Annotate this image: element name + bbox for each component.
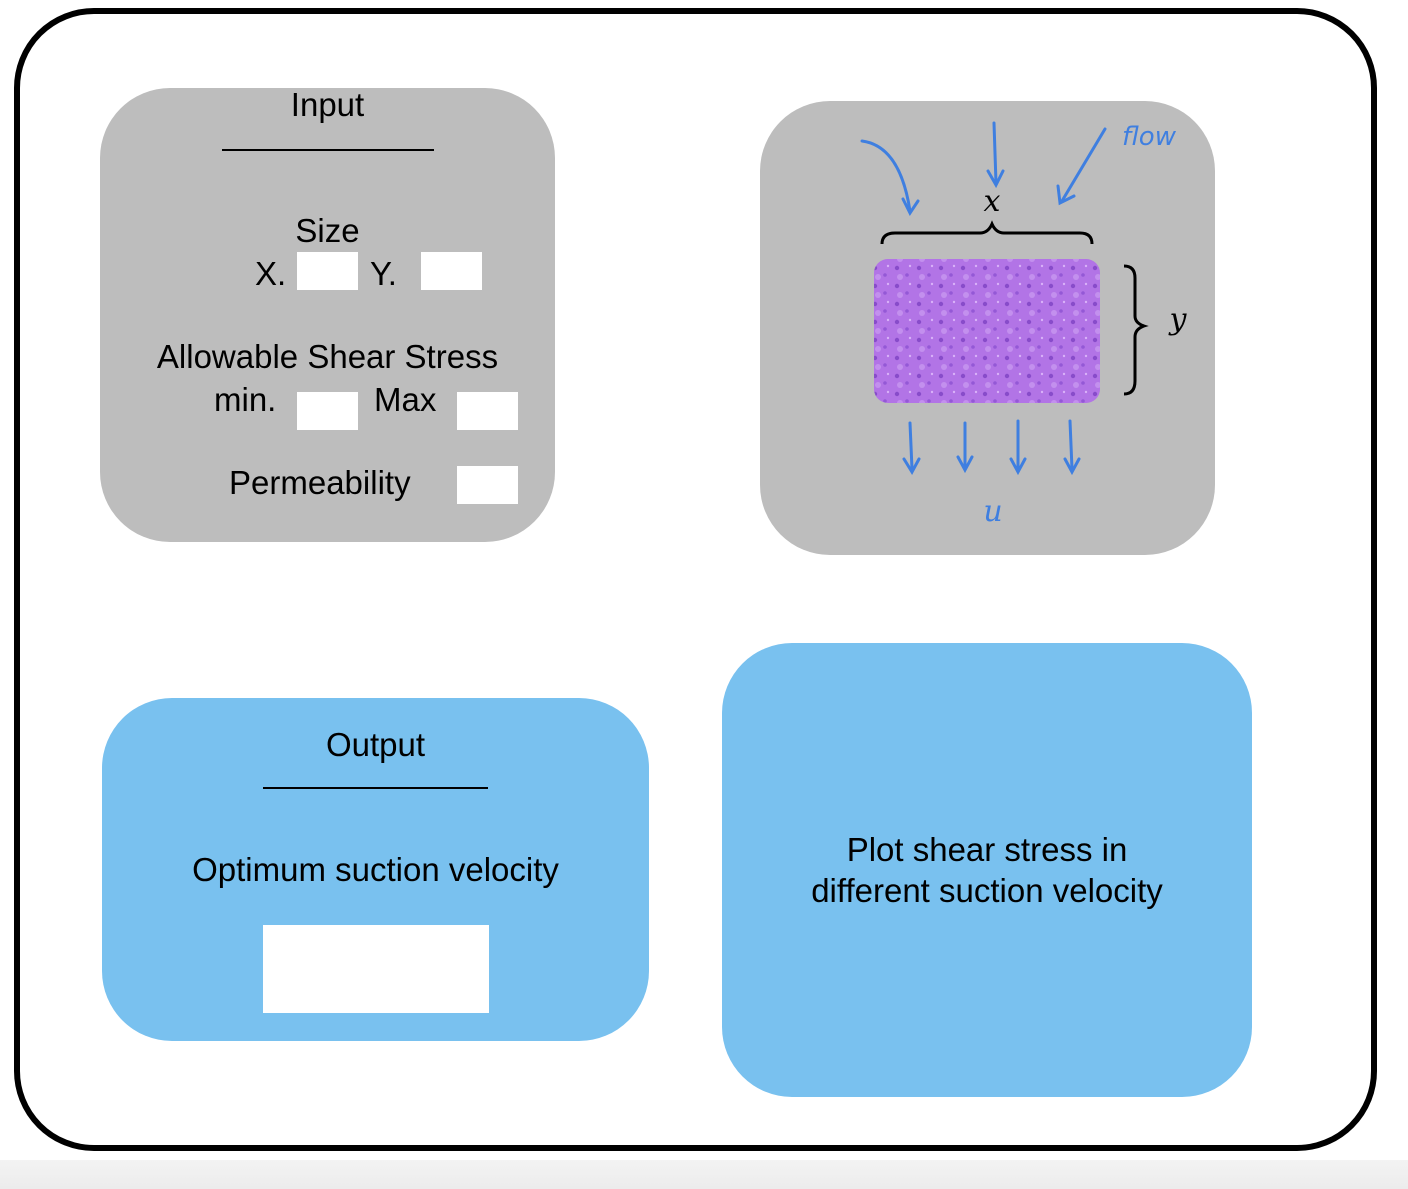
output-panel: Output Optimum suction velocity (102, 698, 649, 1041)
input-title: Input (290, 86, 365, 123)
page-bottom-strip (0, 1160, 1408, 1189)
u-velocity-label: u (983, 494, 1002, 529)
flow-arrows-out (902, 419, 1081, 476)
plot-panel: Plot shear stress in different suction v… (722, 643, 1252, 1097)
plot-caption-line1: Plot shear stress in (846, 831, 1128, 868)
flow-arrows-in (860, 121, 1107, 216)
flow-diagram: flow x y u (860, 121, 1188, 529)
shear-max-input[interactable] (457, 392, 518, 430)
size-label: Size (295, 212, 360, 249)
tissue-image-tint (874, 259, 1100, 403)
plot-caption-line2: different suction velocity (811, 872, 1163, 909)
input-title-rule (222, 149, 434, 151)
diagram-panel: flow x y u (760, 101, 1215, 555)
shear-min-input[interactable] (297, 392, 358, 430)
y-dimension-brace (1123, 264, 1149, 396)
x-dimension-brace (880, 220, 1094, 245)
size-x-input[interactable] (297, 252, 358, 290)
permeability-input[interactable] (457, 466, 518, 504)
shear-stress-label: Allowable Shear Stress (156, 338, 499, 375)
shear-min-label: min. (214, 381, 277, 418)
output-title-rule (263, 787, 488, 789)
optimum-velocity-label: Optimum suction velocity (192, 851, 559, 888)
flow-label: flow (1122, 122, 1177, 152)
size-x-label: X. (255, 255, 287, 292)
optimum-velocity-output (263, 925, 489, 1013)
size-y-label: Y. (370, 255, 397, 292)
y-dimension-label: y (1168, 302, 1188, 337)
x-dimension-label: x (984, 184, 1001, 219)
output-title: Output (325, 726, 426, 763)
input-panel: Input Size X. Y. Allowable Shear Stress … (100, 88, 555, 542)
tissue-image (874, 259, 1100, 403)
size-y-input[interactable] (421, 252, 482, 290)
permeability-label: Permeability (229, 464, 411, 501)
shear-max-label: Max (374, 381, 437, 418)
